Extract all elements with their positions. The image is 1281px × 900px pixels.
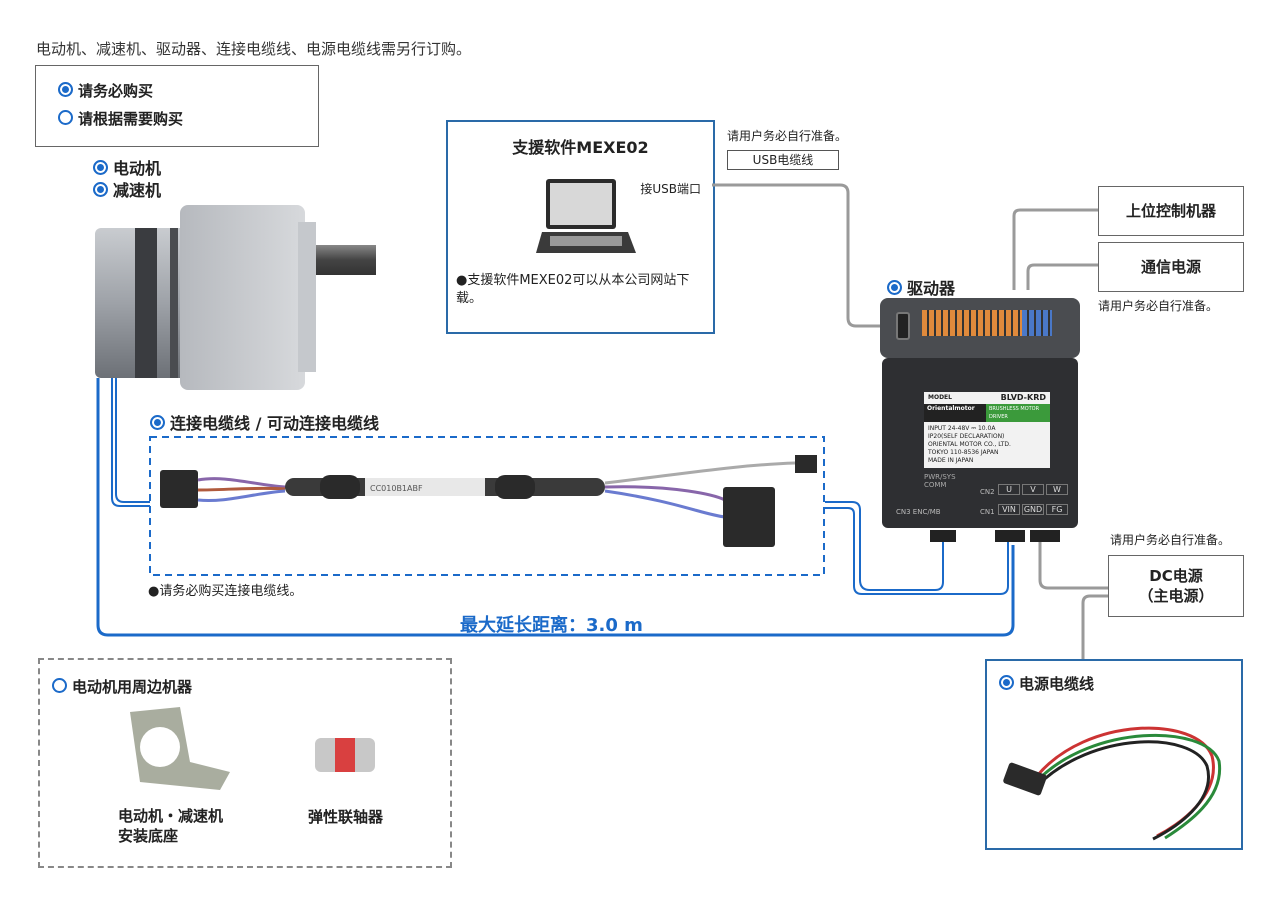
switches [1022,310,1052,336]
cn3-label: CN3 ENC/MB [896,508,941,516]
dc-power-line1: DC电源 [1149,567,1203,585]
power-terminals: VIN GND FG [998,504,1068,515]
io-connector [922,310,1022,336]
cable-note: ●请务必购买连接电缆线。 [148,584,303,599]
cn2-connector [1030,530,1060,542]
laptop-icon [536,179,636,253]
cn2-label: CN2 [980,488,995,496]
cn3-connector [930,530,956,542]
connection-cable-image: CC010B1ABF [160,455,817,547]
filled-circle-icon [887,280,902,295]
terminal-u: U [998,484,1020,495]
spec-address: TOKYO 110-8536 JAPAN [928,449,999,456]
spec-input: INPUT 24-48V ⎓ 10.0A [928,425,996,432]
legend-required-label: 请务必购买 [78,82,154,100]
comm-power-note: 请用户务必自行准备。 [1098,299,1219,313]
spec-maker: ORIENTAL MOTOR CO., LTD. [928,441,1011,448]
motor-label-text: 电动机 [113,159,162,178]
peripherals-box: 电动机用周边机器 电动机・减速机 安装底座 弹性联轴器 [38,658,452,868]
mounting-label-line1: 电动机・减速机 [118,807,224,825]
peripherals-title-text: 电动机用周边机器 [72,678,193,696]
mounting-label-line2: 安装底座 [118,827,179,845]
mounting-label: 电动机・减速机 安装底座 [118,806,223,846]
host-box: 上位控制机器 [1098,186,1244,236]
filled-circle-icon [93,160,108,175]
motor-terminals: U V W [998,484,1068,495]
power-cable-title-text: 电源电缆线 [1019,675,1095,693]
dc-power-box: DC电源 （主电源） [1108,555,1244,617]
software-note: ●支援软件MEXE02可以从本公司网站下载。 [456,273,690,306]
spec-origin: MADE IN JAPAN [928,457,974,464]
dc-power-line2: （主电源） [1138,587,1214,605]
usb-cable-label: USB电缆线 [727,150,839,170]
usb-prepare-note: 请用户务必自行准备。 [727,129,848,143]
motor-label: 电动机 [93,158,161,180]
filled-circle-icon [150,415,165,430]
terminal-w: W [1046,484,1068,495]
model-number: BLVD-KRD [1000,393,1046,402]
power-cable-title: 电源电缆线 [999,673,1094,694]
legend-required: 请务必购买 [58,80,153,101]
max-distance-label: 最大延长距离：3.0 m [460,615,643,636]
motor-labels: 电动机 减速机 [93,158,161,202]
usb-port-label: 接USB端口 [640,182,701,196]
legend-optional: 请根据需要购买 [58,108,183,129]
driver-label-text: 驱动器 [907,279,956,298]
open-circle-icon [52,678,67,693]
gearhead-label-text: 减速机 [113,181,162,200]
legend-optional-label: 请根据需要购买 [78,110,184,128]
terminal-vin: VIN [998,504,1020,515]
model-tag: MODEL [928,394,952,401]
software-box: 支援软件MEXE02 接USB端口 ●支援软件MEXE02可以从本公司网站下载。 [446,120,715,334]
brand-logo: Orientalmotor [924,404,986,422]
dc-power-note: 请用户务必自行准备。 [1110,533,1231,547]
software-title: 支援软件MEXE02 [512,138,649,157]
terminal-fg: FG [1046,504,1068,515]
comm-label: COMM [924,481,947,489]
terminal-gnd: GND [1022,504,1044,515]
filled-circle-icon [93,182,108,197]
spec-ip: IP20(SELF DECLARATION) [928,433,1005,440]
cable-title-text: 连接电缆线 / 可动连接电缆线 [170,414,379,433]
filled-circle-icon [58,82,73,97]
comm-power-box: 通信电源 [1098,242,1244,292]
led-labels: PWR/SYS COMM [924,473,956,489]
mounting-bracket-image [130,707,230,790]
legend-box: 请务必购买 请根据需要购买 [35,65,319,147]
driver-label-plate: MODEL BLVD-KRD Orientalmotor BRUSHLESS M… [924,392,1050,468]
gearhead-label: 减速机 [93,180,161,202]
cable-print: CC010B1ABF [370,484,423,493]
cn1-connector [995,530,1025,542]
coupling-image [315,738,375,772]
terminal-v: V [1022,484,1044,495]
cn1-label: CN1 [980,508,995,516]
coupling-label: 弹性联轴器 [308,808,384,826]
cable-title: 连接电缆线 / 可动连接电缆线 [150,410,379,434]
pwr-sys-label: PWR/SYS [924,473,956,481]
usb-port-icon [896,312,910,340]
power-cable-image [1003,726,1222,841]
motor-gearhead-image [95,205,376,390]
filled-circle-icon [999,675,1014,690]
peripherals-title: 电动机用周边机器 [52,676,192,697]
driver-device: MODEL BLVD-KRD Orientalmotor BRUSHLESS M… [880,298,1080,533]
power-cable-box: 电源电缆线 [985,659,1243,850]
open-circle-icon [58,110,73,125]
driver-label: 驱动器 [887,275,955,299]
intro-text: 电动机、减速机、驱动器、连接电缆线、电源电缆线需另行订购。 [36,40,472,58]
driver-type: BRUSHLESS MOTOR DRIVER [986,404,1050,422]
